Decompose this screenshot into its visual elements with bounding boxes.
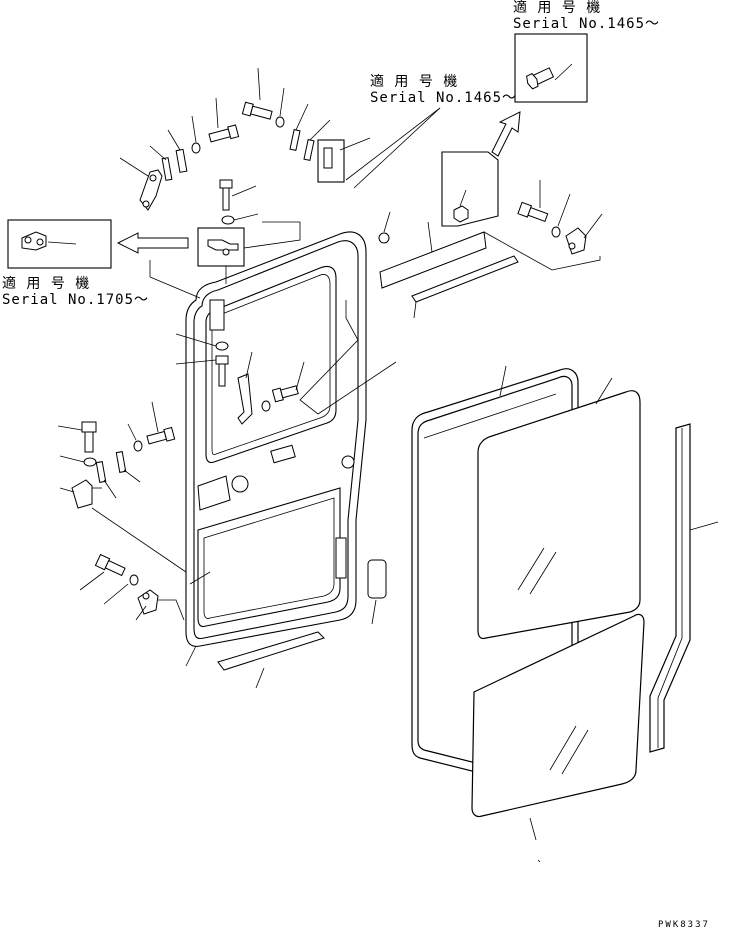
drawing-code: PWK8337 bbox=[658, 920, 710, 930]
upper-glass bbox=[477, 377, 641, 640]
door-frame bbox=[185, 231, 367, 647]
inset-arrow-left bbox=[116, 232, 189, 254]
inset-arrow-up bbox=[491, 111, 521, 157]
callout-top-right: 適 用 号 機 Serial No.1465～ bbox=[513, 0, 660, 32]
callout-serial: Serial No.1465～ bbox=[513, 16, 661, 32]
callout-serial: Serial No.1465～ bbox=[370, 90, 518, 106]
callout-left: 適 用 号 機 Serial No.1705～ bbox=[2, 276, 149, 308]
callout-serial: Serial No.1705～ bbox=[2, 292, 150, 308]
leader-tick bbox=[537, 859, 541, 863]
top-right-parts bbox=[299, 151, 603, 415]
callout-title: 適 用 号 機 bbox=[2, 276, 91, 292]
inset-box-serial-1465-top bbox=[514, 33, 588, 103]
callout-leader-lines bbox=[149, 107, 441, 299]
callout-title: 適 用 号 機 bbox=[513, 0, 602, 16]
door-hardware-middle bbox=[175, 333, 305, 425]
hardware-left bbox=[57, 401, 187, 621]
inset-box-serial-1705-left bbox=[7, 219, 112, 269]
callout-top-middle: 適 用 号 機 Serial No.1465～ bbox=[370, 74, 517, 106]
side-channel bbox=[649, 423, 719, 753]
callout-title: 適 用 号 機 bbox=[370, 74, 459, 90]
lower-glass bbox=[471, 613, 645, 841]
pad bbox=[367, 559, 387, 625]
bottom-strip bbox=[185, 631, 325, 689]
hardware-top-arc bbox=[119, 67, 371, 284]
